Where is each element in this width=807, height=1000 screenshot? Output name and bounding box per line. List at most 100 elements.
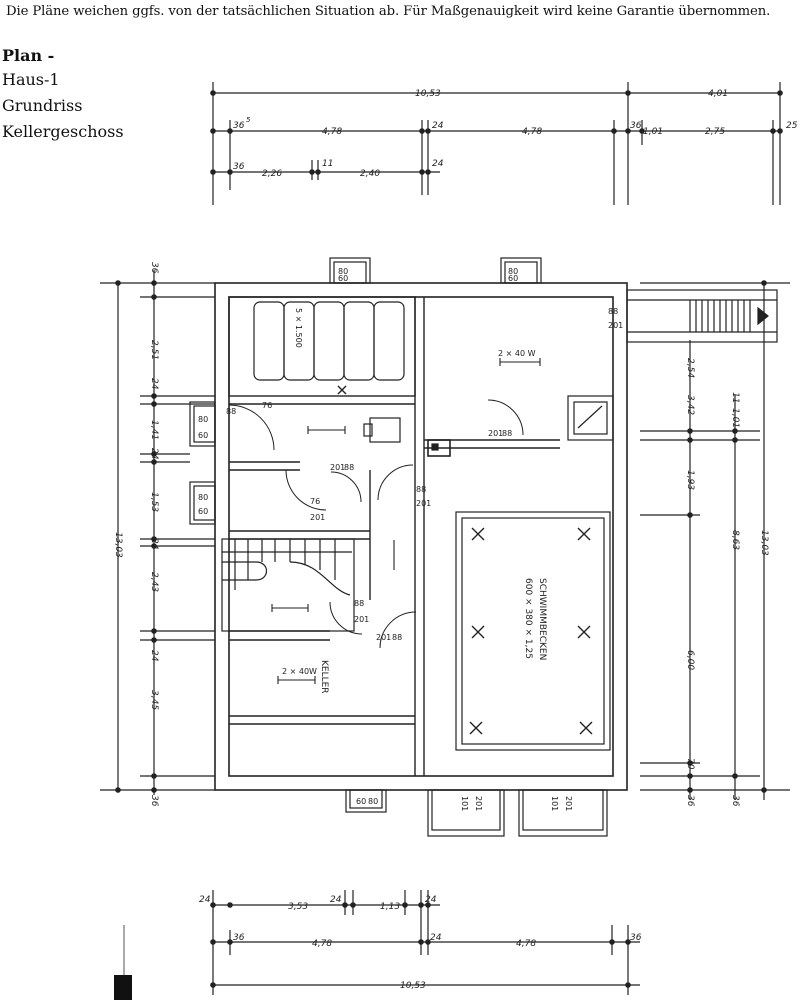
lamp-label-pool-room: 2 × 40 W: [498, 349, 536, 358]
dim-top-row2-6: 2,75: [705, 127, 725, 137]
storage-label: 5 × 1.500: [294, 308, 303, 348]
dim-right-col2-0: 11: [730, 392, 740, 403]
dim-right-col2-2: 8,63: [730, 530, 740, 550]
disclaimer-text: Die Pläne weichen ggfs. von der tatsächl…: [6, 4, 771, 19]
top-dimension-lines: [212, 82, 781, 205]
door-pool-88: 88: [416, 485, 426, 494]
dim-top-row3-1: 2,26: [262, 169, 282, 179]
type-label: Grundriss: [2, 96, 83, 115]
exterior-stair: [626, 289, 778, 343]
right-dimension-ticks: [687, 280, 767, 793]
door-stair2-88: 88: [354, 599, 364, 608]
window-left-2-60: 60: [198, 507, 208, 516]
pool-bay-windows: [427, 789, 608, 837]
dim-bottom-row1-3: 1,13: [380, 902, 400, 912]
door-stair-88: 88: [608, 307, 618, 316]
dim-superscript: 5: [246, 116, 251, 124]
dim-top-total: 10,53: [415, 89, 441, 99]
dim-left-total: 13,03: [113, 532, 123, 558]
house-label: Haus-1: [2, 70, 60, 89]
door-hall-88: 88: [226, 407, 236, 416]
door-mid-88: 88: [344, 463, 354, 472]
dim-top-row2-4: 36: [630, 121, 642, 131]
door-hall-76: 76: [262, 401, 272, 410]
window-top-left-80: 80: [338, 267, 348, 276]
outer-walls: [214, 282, 628, 791]
shower-unit: [567, 395, 614, 441]
pool-size-label: 600 × 380 × 1,25: [523, 578, 533, 659]
dim-bottom-row1-1: 3,53: [288, 902, 308, 912]
dim-left-6: 24: [149, 538, 159, 550]
room-labels: 5 × 1.500 2 × 40 W SCHWIMMBECKEN 600 × 3…: [198, 267, 623, 811]
top-dimension-ticks: [210, 90, 783, 175]
dim-left-7: 2,43: [149, 572, 159, 592]
dim-left-8: 24: [149, 650, 159, 662]
dim-right-col1-4: 70: [685, 758, 695, 770]
dim-bottom-row2-2: 24: [430, 933, 442, 943]
left-dimension-ticks: [115, 280, 157, 793]
dim-left-0: 36: [149, 262, 159, 274]
dim-right-col2-3: 36: [730, 795, 740, 807]
door-keller-88: 88: [392, 633, 402, 642]
door-keller-201: 201: [376, 633, 391, 642]
window-left-1-80: 80: [198, 415, 208, 424]
door-stair-201: 201: [608, 321, 623, 330]
bay-right-101: 101: [550, 796, 559, 811]
dim-top-row2-5: 1,01: [643, 127, 663, 137]
dim-bottom-row1-4: 24: [425, 895, 437, 905]
dim-top-row2-3: 4,78: [522, 127, 542, 137]
dimension-labels: 10,53 4,01 36 4,78 24 4,78 36 1,01 2,75 …: [113, 89, 798, 991]
dim-bottom-row2-4: 36: [630, 933, 642, 943]
swimming-pool: [455, 511, 611, 751]
dim-top-row2-0: 36: [233, 121, 245, 131]
dim-bottom-row2-3: 4,78: [516, 939, 536, 949]
plan-heading: Plan -: [2, 46, 55, 65]
dim-top-row2-1: 4,78: [322, 127, 342, 137]
dim-right-col1-0: 2,54: [685, 358, 695, 378]
pool-lights: [337, 385, 593, 735]
door-lower-201: 201: [310, 513, 325, 522]
dim-right-col1-5: 36: [685, 795, 695, 807]
window-top-left-60: 60: [338, 274, 348, 283]
bay-left-201: 201: [474, 796, 483, 811]
dim-left-1: 2,51: [149, 340, 159, 360]
dim-bottom-row1-0: 24: [199, 895, 211, 905]
dim-top-right: 4,01: [708, 89, 728, 99]
dim-bottom-row2-0: 36: [233, 933, 245, 943]
dim-top-row3-3: 2,40: [360, 169, 380, 179]
dim-bottom-total: 10,53: [400, 981, 426, 991]
door-pool-201: 201: [416, 499, 431, 508]
dim-left-3: 1,41: [149, 420, 159, 440]
bay-right-201: 201: [564, 796, 573, 811]
dim-bottom-row1-2: 24: [330, 895, 342, 905]
interior-staircase: [221, 538, 355, 632]
door-mid-201: 201: [330, 463, 345, 472]
dim-top-row3-0: 36: [233, 162, 245, 172]
dim-top-row2-2: 24: [432, 121, 444, 131]
dim-bottom-row2-1: 4,78: [312, 939, 332, 949]
door-stair2-201: 201: [354, 615, 369, 624]
dim-left-4: 24: [149, 448, 159, 460]
dim-top-row3-2: 11: [322, 159, 333, 169]
window-top-mid-80: 80: [508, 267, 518, 276]
door-pr-201: 201: [488, 429, 503, 438]
dim-right-col2-1: 1,01: [730, 408, 740, 428]
window-bottom-80: 80: [368, 797, 378, 806]
floor-label: Kellergeschoss: [2, 122, 124, 141]
window-top-mid-60: 60: [508, 274, 518, 283]
pool-name-label: SCHWIMMBECKEN: [537, 578, 547, 660]
door-swings: [228, 399, 524, 649]
top-window-niches: [329, 257, 542, 813]
door-lower-76: 76: [310, 497, 320, 506]
door-pr-88: 88: [502, 429, 512, 438]
dim-top-row3-4: 24: [432, 159, 444, 169]
dim-top-row2-7: 25: [786, 121, 798, 131]
dim-right-col1-3: 6,00: [685, 650, 695, 670]
cellar-label: KELLER: [319, 660, 329, 694]
oil-tanks: [253, 301, 405, 381]
bay-left-101: 101: [460, 796, 469, 811]
dim-left-5: 1,53: [149, 492, 159, 512]
dim-left-2: 24: [149, 378, 159, 390]
boiler-unit: [363, 417, 451, 457]
window-left-1-60: 60: [198, 431, 208, 440]
